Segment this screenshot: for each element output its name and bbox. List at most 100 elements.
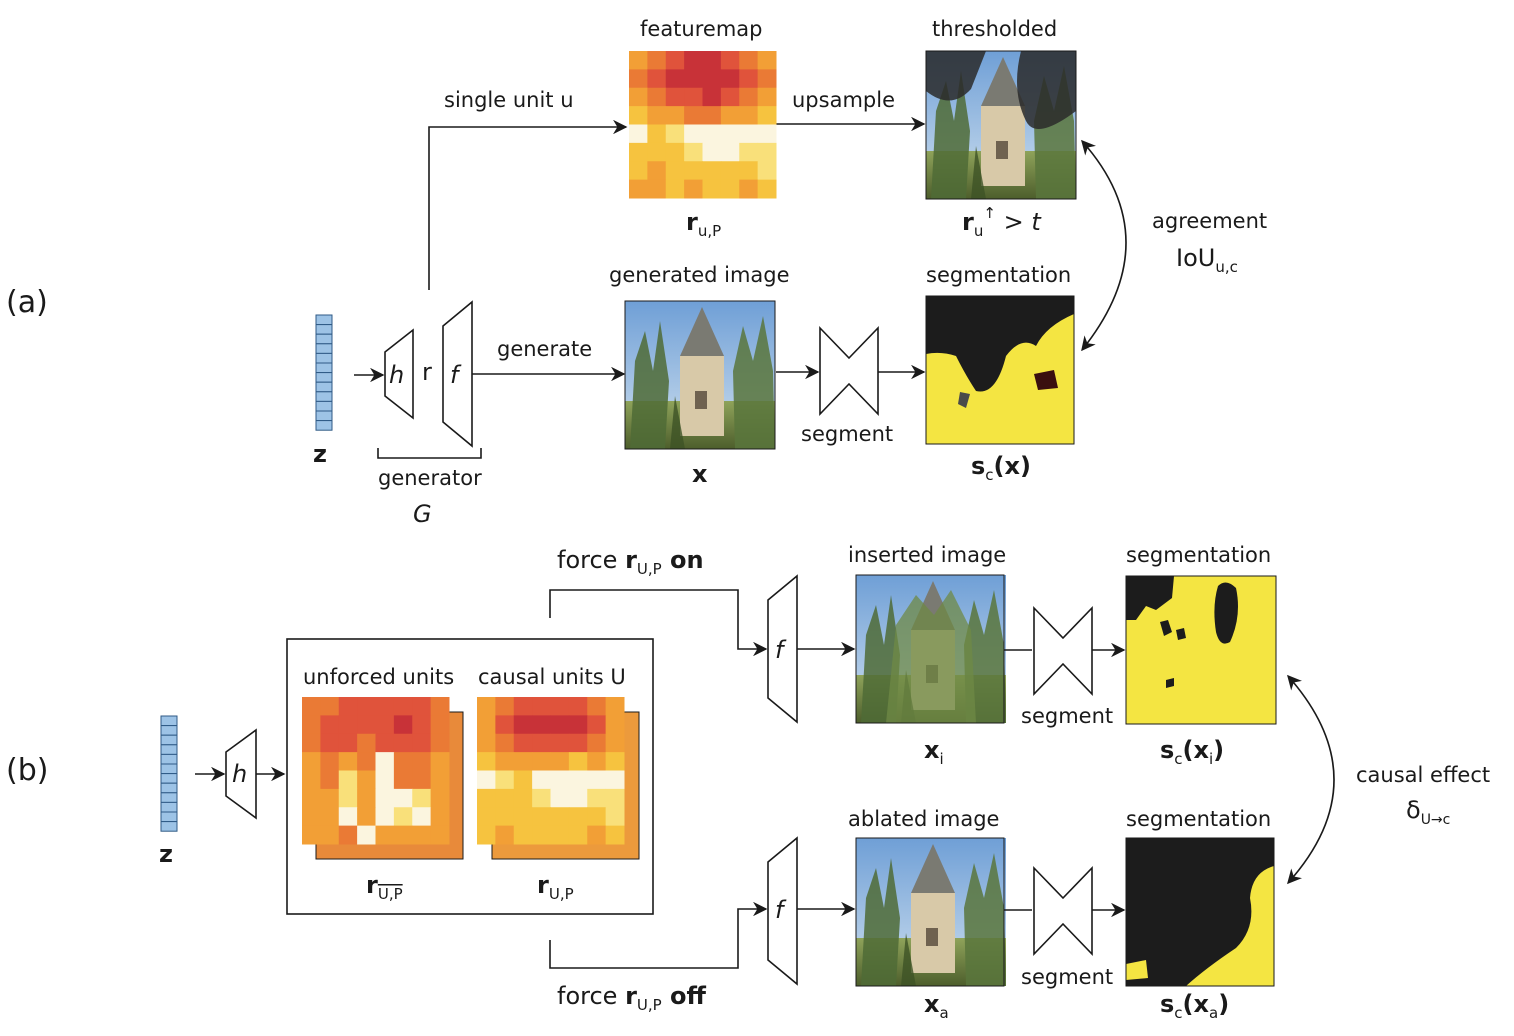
heatmap-cell [477,715,496,735]
heatmap-cell [477,752,496,771]
heatmap-cell [430,752,450,771]
heatmap-cell [412,807,432,827]
generated-image-title: generated image [609,263,790,287]
heatmap-cell [684,69,703,89]
heatmap-cell [495,733,515,753]
heatmap-cell [477,697,496,716]
latent-cell [315,314,333,326]
x-var-a: x [692,460,708,488]
heatmap-cell [629,161,648,181]
ablated-title: ablated image [848,807,999,831]
force-on-label: force rU,P on [557,546,704,578]
seg-var-sub-a: c [985,466,993,484]
heatmap-cell [430,715,450,735]
latent-cell [315,381,333,393]
threshold-var: ru↑ > t [962,204,1042,240]
seg-top-title: segmentation [1126,543,1271,567]
heatmap-cell [375,825,395,845]
xi-var: xi [924,736,944,768]
delta-sub: U→c [1421,812,1451,828]
heatmap-cell [605,715,625,735]
heatmap-cell [302,807,321,827]
segment-label-top-b: segment [1021,704,1113,728]
heatmap-cell [629,87,648,107]
unforced-sub: U,P [378,885,403,903]
generator-g-label: G [413,500,432,528]
heatmap-cell [587,807,607,827]
latent-cell [160,773,178,784]
heatmap-cell [568,752,588,771]
single-unit-label: single unit u [444,88,574,112]
segmenter-bowtie-bottom-b [1033,866,1093,956]
generator-bracket [377,448,482,459]
heatmap-cell [647,179,667,199]
generated-image [624,300,776,450]
heatmap-cell [357,752,376,771]
h-block-b [225,728,257,820]
featuremap-var: ru,P [686,208,721,240]
latent-cell [315,352,333,364]
latent-cell [160,782,178,794]
heatmap-cell [587,697,607,716]
heatmap-cell [375,715,395,735]
heatmap-cell [532,788,551,808]
latent-cell [160,734,178,746]
segmentation-mask-ablated [1125,837,1275,987]
heatmap-cell [430,770,450,790]
heatmap-cell [375,697,395,716]
heatmap-cell [338,733,358,753]
heatmap-cell [647,69,667,89]
iou-sub: u,c [1215,258,1238,276]
heatmap-cell [412,770,432,790]
arrow-force-on [549,589,768,657]
causal-effect-label: causal effect [1356,763,1490,787]
heatmap-cell [357,825,376,845]
heatmap-cell [702,106,722,125]
heatmap-cell [720,142,740,162]
heatmap-cell [430,788,450,808]
heatmap-cell [357,788,376,808]
arrow-single-unit [428,119,628,290]
heatmap-cell [665,142,685,162]
seg-var-a: sc(x) [971,452,1031,484]
latent-cell [160,821,178,832]
heatmap-cell [629,142,648,162]
heatmap-cell [375,770,395,790]
heatmap-cell [605,788,625,808]
heatmap-cell [302,752,321,771]
heatmap-cell [393,733,413,753]
heatmap-cell [430,697,450,716]
causal-var: rU,P [537,871,574,903]
heatmap-cell [532,770,551,790]
heatmap-cell [550,788,570,808]
heatmap-cell [393,715,413,735]
latent-cell [315,400,333,412]
heatmap-cell [320,715,340,735]
heatmap-cell [665,124,685,144]
heatmap-cell [495,697,515,716]
latent-cell [315,362,333,374]
heatmap-cell [684,124,703,144]
heatmap-cell [629,69,648,89]
heatmap-cell [629,51,648,70]
latent-cell [160,715,178,727]
heatmap-cell [605,733,625,753]
heatmap-cell [302,825,321,845]
unforced-var: rU,P [366,871,403,903]
heatmap-cell [320,770,340,790]
heatmap-cell [338,788,358,808]
upsample-label: upsample [792,88,895,112]
heatmap-cell [720,124,740,144]
seg-bottom-title: segmentation [1126,807,1271,831]
heatmap-cell [375,733,395,753]
heatmap-cell [647,106,667,125]
heatmap-cell [477,788,496,808]
panel-b-label: (b) [6,753,48,788]
heatmap-cell [665,179,685,199]
xa-sub: a [939,1004,948,1022]
latent-cell [160,792,178,803]
heatmap-cell [684,106,703,125]
r-label-a: r [422,358,432,386]
heatmap-cell [477,825,496,845]
